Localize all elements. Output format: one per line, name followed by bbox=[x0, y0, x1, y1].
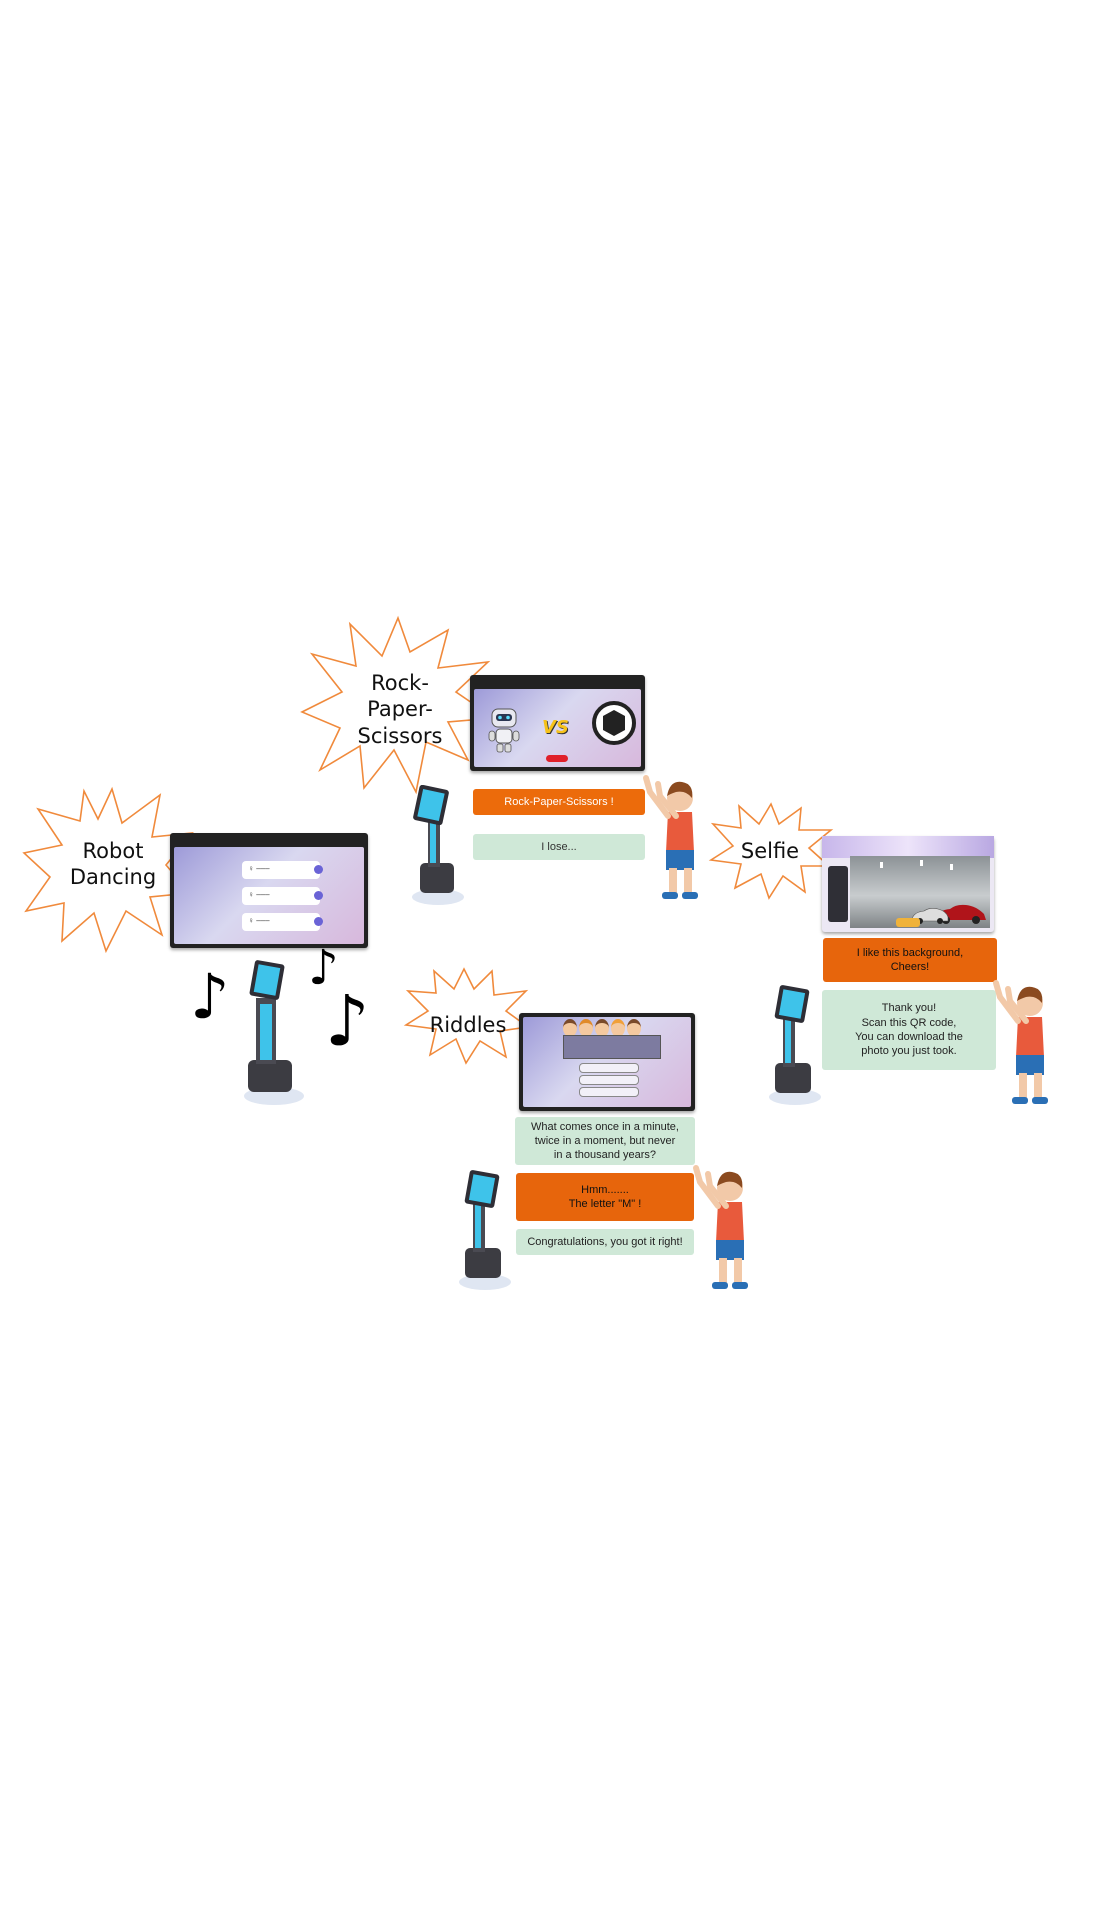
dance-item-1[interactable]: ♀ ‒‒‒ bbox=[242, 861, 323, 879]
child-user-rps bbox=[643, 775, 698, 899]
music-note-icon: ♪ bbox=[190, 960, 230, 1033]
selfie-bubble-robot: Thank you! Scan this QR code, You can do… bbox=[822, 990, 996, 1070]
burst-label-selfie: Selfie bbox=[740, 839, 800, 863]
burst-rock-paper-scissors bbox=[300, 615, 497, 795]
selfie-bubble-user: I like this background, Cheers! bbox=[823, 938, 997, 982]
rps-bubble-robot: I lose... bbox=[473, 834, 645, 860]
burst-label-rock-paper-scissors: Rock- Paper- Scissors bbox=[357, 671, 443, 748]
rps-bubble-user: Rock-Paper-Scissors ! bbox=[473, 789, 645, 815]
dance-pose-icon: ♀ ‒‒‒ bbox=[248, 890, 270, 899]
play-icon bbox=[314, 891, 323, 900]
riddle-answer-option-3[interactable] bbox=[579, 1087, 639, 1097]
dance-item-2[interactable]: ♀ ‒‒‒ bbox=[242, 887, 323, 905]
service-robot-selfie bbox=[769, 985, 821, 1105]
dance-item-3[interactable]: ♀ ‒‒‒ bbox=[242, 913, 323, 931]
vs-label: VS bbox=[542, 717, 569, 738]
riddle-question-box bbox=[563, 1035, 661, 1059]
play-icon bbox=[314, 917, 323, 926]
riddle-characters bbox=[563, 1019, 655, 1037]
rps-red-button[interactable] bbox=[546, 755, 568, 762]
selfie-frame-banner bbox=[822, 836, 994, 858]
riddle-answer-option-1[interactable] bbox=[579, 1063, 639, 1073]
riddle-answer-option-2[interactable] bbox=[579, 1075, 639, 1085]
music-note-icon: ♪ bbox=[325, 980, 370, 1062]
selfie-badge bbox=[896, 918, 920, 927]
shutter-icon bbox=[592, 701, 636, 745]
service-robot-rps bbox=[412, 785, 464, 905]
selfie-photo-screen bbox=[822, 836, 994, 932]
selfie-photo bbox=[850, 856, 990, 928]
dance-pose-icon: ♀ ‒‒‒ bbox=[248, 864, 270, 873]
dance-menu-screen: ♀ ‒‒‒ ♀ ‒‒‒ ♀ ‒‒‒ bbox=[170, 833, 368, 948]
riddle-bubble-user: Hmm....... The letter "M" ! bbox=[516, 1173, 694, 1221]
play-icon bbox=[314, 865, 323, 874]
burst-label-riddles: Riddles bbox=[429, 1013, 507, 1037]
music-note-icon: ♪ bbox=[308, 940, 339, 996]
riddle-quiz-screen bbox=[519, 1013, 695, 1111]
burst-riddles bbox=[403, 967, 531, 1065]
dance-pose-icon: ♀ ‒‒‒ bbox=[248, 916, 270, 925]
riddle-bubble-robot-question: What comes once in a minute, twice in a … bbox=[515, 1117, 695, 1165]
child-user-selfie bbox=[993, 980, 1048, 1104]
child-user-riddles bbox=[693, 1165, 748, 1289]
service-robot-riddles bbox=[459, 1170, 511, 1290]
service-robot-dancing bbox=[244, 960, 304, 1105]
robot-mascot-icon bbox=[488, 708, 520, 753]
rps-game-screen: VS bbox=[470, 675, 645, 771]
riddle-bubble-robot-answer: Congratulations, you got it right! bbox=[516, 1229, 694, 1255]
burst-selfie bbox=[708, 802, 834, 900]
burst-label-robot-dancing: Robot Dancing bbox=[69, 839, 157, 890]
selfie-robot-cutout bbox=[828, 866, 848, 922]
car-icon bbox=[911, 908, 949, 924]
